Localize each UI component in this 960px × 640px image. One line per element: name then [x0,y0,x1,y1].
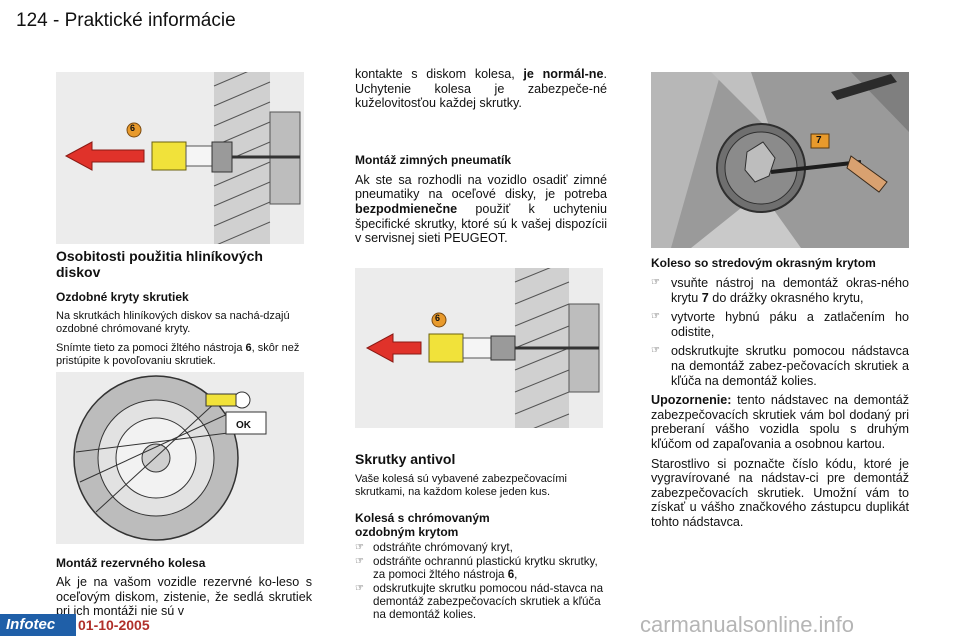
continuation-text: kontakte s diskom kolesa, [355,67,524,81]
spare-paragraph: Ak je na vašom vozidle rezervné ko-leso … [56,575,312,619]
center-cap-steps-list: ☞ vsuňte nástroj na demontáž okras-ného k… [651,276,909,388]
figure-hubcap: 7 [651,72,909,248]
continuation-text-end: . Uchytenie kolesa je zabezpeče-né kužel… [355,67,607,111]
warning-label: Upozornenie: [651,393,732,408]
step-text: odstráňte ochrannú plastickú krytku skru… [373,555,598,581]
chrome-steps-list: ☞ odstráňte chrómovaný kryt, ☞ odstráňte o… [355,541,607,621]
winter-paragraph: Ak ste sa rozhodli na vozidlo osadiť zim… [355,173,607,246]
subheading-center-cap: Koleso so stredovým okrasným krytom [651,256,876,270]
list-item: ☞ odstráňte ochrannú plastickú krytku skr… [355,555,607,581]
list-item: ☞ odstráňte chrómovaný kryt, [355,541,607,554]
step-text: odskrutkujte skrutku pomocou nád-stavca … [373,582,604,621]
continuation-paragraph: kontakte s diskom kolesa, je normál-ne. … [355,67,607,111]
list-item: ☞ vytvorte hybnú páku a zatlačením ho odi… [651,310,909,339]
column-middle: kontakte s diskom kolesa, je normál-ne. … [355,67,607,246]
subheading-caps: Ozdobné kryty skrutiek [56,290,189,304]
subheading-winter: Montáž zimných pneumatík [355,152,512,167]
list-item: ☞ odskrutkujte skrutku pomocou nád-stavca… [355,582,607,621]
pointing-hand-icon: ☞ [651,311,660,323]
figure-antitheft-tool: 6 [355,268,603,428]
footer-date: 01-10-2005 [78,617,150,633]
column-middle-lower: Skrutky antivol Vaše kolesá sú vybavené … [355,451,607,622]
pointing-hand-icon: ☞ [651,277,660,288]
figure-label-6: 6 [130,123,136,133]
pointing-hand-icon: ☞ [355,583,364,594]
pointing-hand-icon: ☞ [355,556,364,567]
page-header: 124 - Praktické informácie [16,10,236,31]
step-text: vsuňte nástroj na demontáž okras-ného kr… [671,276,909,305]
caps-p2-ref: 6 [245,342,252,354]
winter-text: Ak ste sa rozhodli na vozidlo osadiť zim… [355,172,607,202]
figure-label-ok: OK [236,420,251,431]
step-text-end: , [514,568,518,581]
caps-paragraph-2: Snímte tieto za pomoci žltého nástroja 6… [56,342,312,368]
infotec-logo: Infotec [0,614,76,636]
step-ref: 7 [701,290,709,305]
subheading-spare: Montáž rezervného kolesa [56,556,206,570]
caps-p2-text: Snímte tieto za pomoci žltého nástroja [56,342,246,354]
column-right: Koleso so stredovým okrasným krytom ☞ vsu… [651,256,909,530]
column-left: Osobitosti použitia hliníkových diskov O… [56,248,312,619]
caps-p2-text-end: , skôr než pristúpite k povoľovaniu skru… [56,342,300,367]
caps-paragraph-1: Na skrutkách hliníkových diskov sa nachá… [56,310,290,335]
winter-text-end: použiť k uchyteniu špecifické skrutky, k… [355,201,607,246]
figure-spare-wheel: OK [56,372,304,544]
step-text-end: do drážky okrasného krytu, [708,290,864,305]
pointing-hand-icon: ☞ [355,542,364,553]
list-item: ☞ odskrutkujte skrutku pomocou nádstavca … [651,344,909,388]
warning-text: tento nádstavec na demontáž zabezpečovac… [651,393,909,451]
figure-label-7: 7 [816,135,822,146]
section-title-antitheft: Skrutky antivol [355,451,456,467]
list-item: ☞ vsuňte nástroj na demontáž okras-ného k… [651,276,909,305]
subheading-chrome: Kolesá s chrómovaným ozdobným krytom [355,511,490,539]
watermark: carmanualsonline.info [640,612,855,637]
step-ref: 6 [507,568,515,581]
figure-cap-removal: 6 [56,72,304,244]
pointing-hand-icon: ☞ [651,345,660,357]
winter-bold: bezpodmienečne [355,201,458,216]
warning-paragraph: Upozornenie: tento nádstavec na demontáž… [651,393,909,451]
antitheft-paragraph: Vaše kolesá sú vybavené zabezpečovacími … [355,473,567,498]
continuation-bold: je normál-ne [523,67,604,81]
code-paragraph: Starostlivo si poznačte číslo kódu, ktor… [651,456,909,529]
step-text: vytvorte hybnú páku a zatlačením ho odis… [671,310,909,339]
figure-label-6-b: 6 [435,313,441,323]
step-text: odskrutkujte skrutku pomocou nádstavca n… [671,344,909,388]
section-title-aluminium: Osobitosti použitia hliníkových diskov [56,248,263,280]
step-text: odstráňte chrómovaný kryt, [373,541,513,554]
